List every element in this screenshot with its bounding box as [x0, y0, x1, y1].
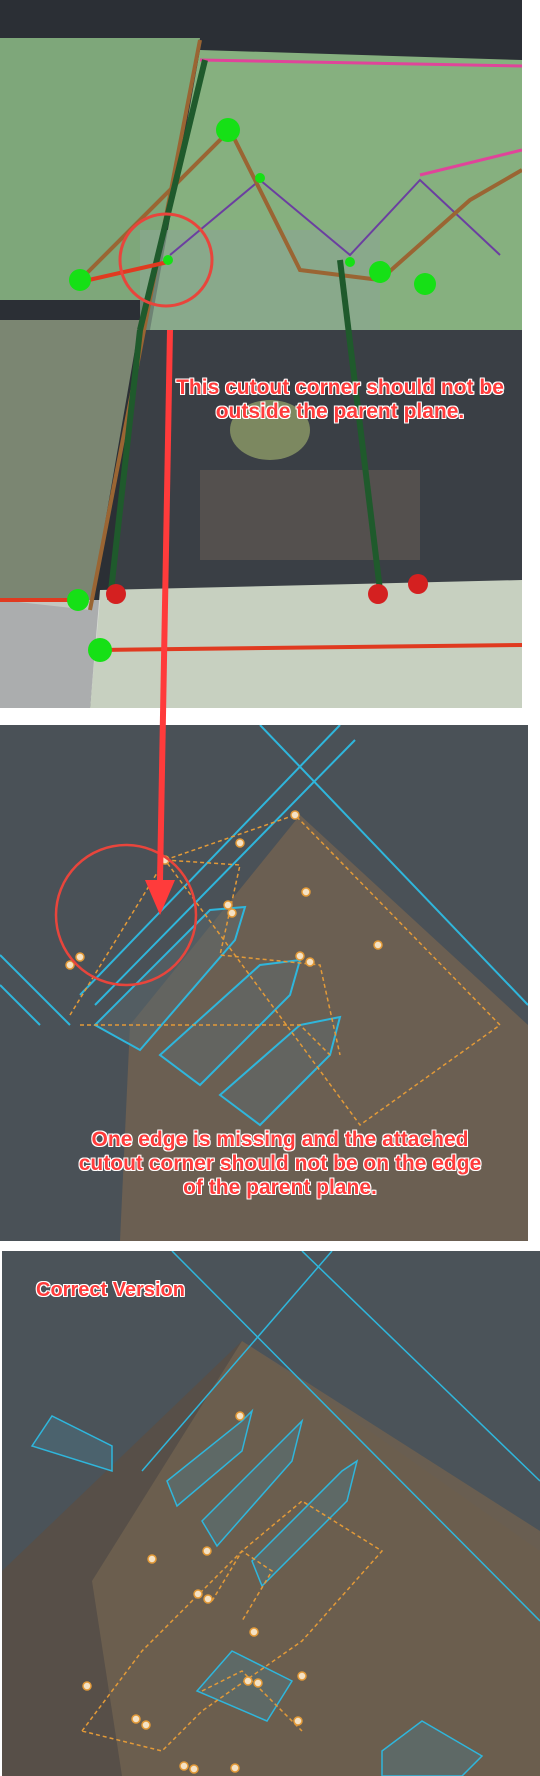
siding-wall — [0, 320, 140, 610]
annotation-cutout-outside: This cutout corner should not be outside… — [176, 376, 504, 424]
highlight-circle — [54, 843, 198, 987]
highlight-circle — [118, 212, 214, 308]
vertex-green — [414, 273, 436, 295]
vertex-red — [106, 584, 126, 604]
annotation-edge-missing: One edge is missing and the attached cut… — [78, 1128, 482, 1200]
wireframe-correct-scene — [2, 1251, 540, 1776]
vertex-green — [216, 118, 240, 142]
correct-version-title: Correct Version — [36, 1279, 185, 1301]
vertex-red — [408, 574, 428, 594]
point-cloud-view — [0, 0, 522, 708]
ground-strip — [90, 580, 522, 708]
wireframe-issue-view — [0, 725, 528, 1241]
cutout-outlines — [80, 1500, 384, 1752]
vertex-green — [69, 269, 91, 291]
dormer-wireframes — [93, 905, 342, 1127]
vertex-green — [88, 638, 112, 662]
wireframe-correct-view — [2, 1251, 540, 1776]
wireframe-issue-scene — [0, 725, 528, 1241]
dormer-wireframes — [30, 1408, 484, 1776]
vertex-red — [368, 584, 388, 604]
vertex-green — [369, 261, 391, 283]
point-cloud-scene — [0, 0, 522, 708]
vertex-green — [67, 589, 89, 611]
